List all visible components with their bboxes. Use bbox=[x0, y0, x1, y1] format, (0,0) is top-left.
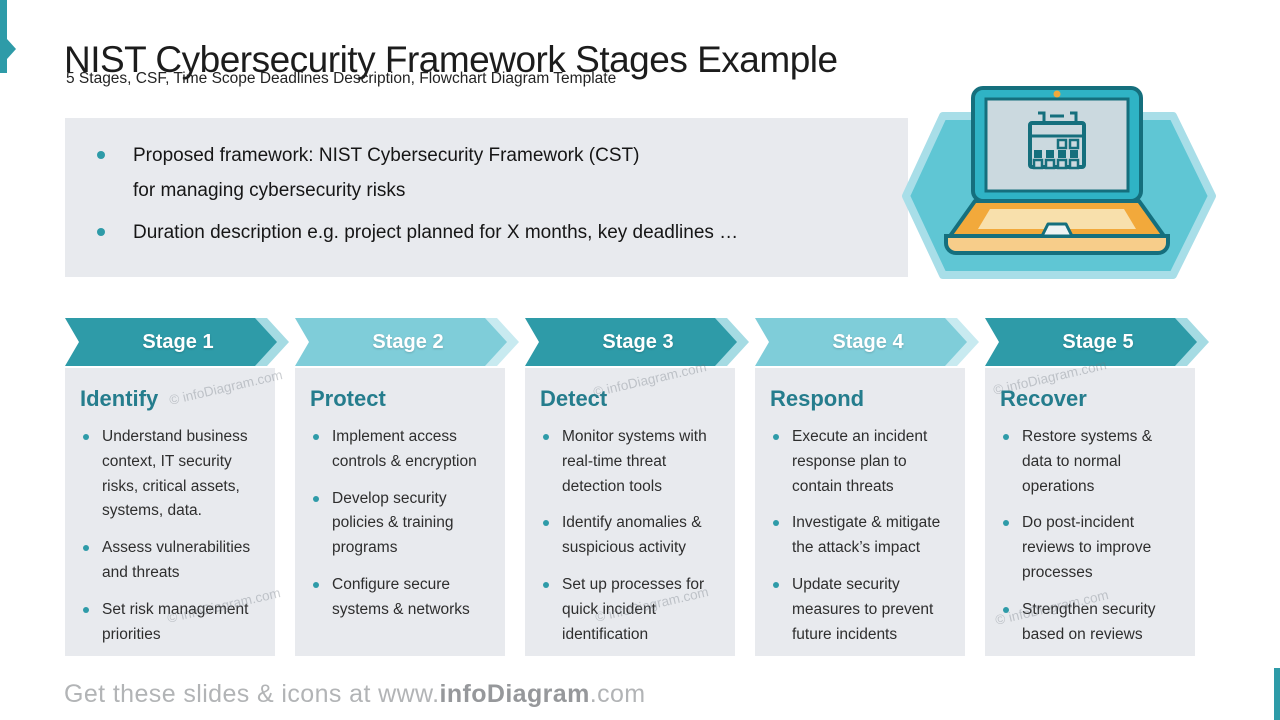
stage-bullet-item: Develop security policies & training pro… bbox=[310, 487, 493, 561]
stage-bullet-item: Set risk management priorities bbox=[80, 598, 263, 648]
stage-bullet-list: Monitor systems with real-time threat de… bbox=[540, 425, 723, 647]
stage-bullet-list: Restore systems & data to normal operati… bbox=[1000, 425, 1183, 647]
stage-panel: Identify Understand business context, IT… bbox=[65, 368, 275, 656]
stage-bullet-list: Execute an incident response plan to con… bbox=[770, 425, 953, 647]
stage-banner-label: Stage 1 bbox=[142, 331, 214, 353]
intro-bullet-line: Duration description e.g. project planne… bbox=[133, 222, 739, 244]
stage-panel: Recover Restore systems & data to normal… bbox=[985, 368, 1195, 656]
stage-banner-label: Stage 3 bbox=[602, 331, 674, 353]
stage-chevron-arrow bbox=[65, 318, 289, 366]
stages-row: Stage 1 Identify Understand business con… bbox=[65, 318, 1209, 656]
stage-bullet-item: Strengthen security based on reviews bbox=[1000, 598, 1183, 648]
footer-brand-link[interactable]: infoDiagram bbox=[439, 680, 590, 708]
intro-bullet-item: Duration description e.g. project planne… bbox=[95, 215, 888, 250]
stage-panel: Respond Execute an incident response pla… bbox=[755, 368, 965, 656]
stage-bullet-item: Understand business context, IT security… bbox=[80, 425, 263, 524]
stage-chevron-arrow bbox=[295, 318, 519, 366]
stage-bullet-item: Execute an incident response plan to con… bbox=[770, 425, 953, 499]
intro-bullet-line: for managing cybersecurity risks bbox=[133, 180, 406, 202]
stage-heading: Recover bbox=[1000, 386, 1087, 411]
stage-panel: Detect Monitor systems with real-time th… bbox=[525, 368, 735, 656]
laptop-front-edge bbox=[944, 234, 1170, 255]
stage-column: Stage 5 Recover Restore systems & data t… bbox=[985, 318, 1209, 656]
stage-bullet-item: Identify anomalies & suspicious activity bbox=[540, 511, 723, 561]
stage-bullet-item: Configure secure systems & networks bbox=[310, 573, 493, 623]
intro-bullet-line: Proposed framework: NIST Cybersecurity F… bbox=[133, 145, 640, 166]
calendar-icon bbox=[1028, 111, 1086, 170]
stage-bullet-item: Investigate & mitigate the attack’s impa… bbox=[770, 511, 953, 561]
intro-bullet-list: Proposed framework: NIST Cybersecurity F… bbox=[95, 138, 888, 250]
stage-chevron-arrow bbox=[985, 318, 1209, 366]
page-subtitle: 5 Stages, CSF, Time Scope Deadlines Desc… bbox=[66, 70, 617, 87]
stage-bullet-item: Implement access controls & encryption bbox=[310, 425, 493, 475]
stage-chevron-arrow bbox=[755, 318, 979, 366]
stage-heading: Identify bbox=[80, 386, 159, 411]
top-left-accent-arrow-icon bbox=[7, 39, 16, 59]
stage-bullet-item: Monitor systems with real-time threat de… bbox=[540, 425, 723, 499]
intro-box: Proposed framework: NIST Cybersecurity F… bbox=[65, 118, 908, 277]
stage-heading: Respond bbox=[770, 386, 865, 411]
stage-bullet-item: Restore systems & data to normal operati… bbox=[1000, 425, 1183, 499]
footer-text: Get these slides & icons at www. bbox=[64, 680, 440, 708]
stage-bullet-item: Assess vulnerabilities and threats bbox=[80, 536, 263, 586]
stage-column: Stage 2 Protect Implement access control… bbox=[295, 318, 519, 656]
stage-column: Stage 4 Respond Execute an incident resp… bbox=[755, 318, 979, 656]
footer-text: .com bbox=[589, 680, 646, 708]
laptop-keyboard-inner bbox=[978, 209, 1136, 229]
stage-bullet-item: Do post-incident reviews to improve proc… bbox=[1000, 511, 1183, 585]
stage-banner-label: Stage 2 bbox=[372, 331, 444, 353]
stage-heading: Detect bbox=[540, 386, 608, 411]
stage-column: Stage 1 Identify Understand business con… bbox=[65, 318, 289, 656]
top-left-accent-bar bbox=[0, 0, 7, 73]
stage-banner-label: Stage 5 bbox=[1062, 331, 1134, 353]
stage-column: Stage 3 Detect Monitor systems with real… bbox=[525, 318, 749, 656]
stage-bullet-list: Understand business context, IT security… bbox=[80, 425, 263, 647]
stage-banner-label: Stage 4 bbox=[832, 331, 904, 353]
stage-chevron-arrow bbox=[525, 318, 749, 366]
stage-panel: Protect Implement access controls & encr… bbox=[295, 368, 505, 656]
laptop-calendar-illustration bbox=[902, 86, 1216, 279]
stage-bullet-item: Set up processes for quick incident iden… bbox=[540, 573, 723, 647]
bottom-right-accent-bar bbox=[1274, 668, 1280, 720]
footer-credit: Get these slides & icons at www.infoDiag… bbox=[64, 680, 646, 709]
laptop-webcam-dot bbox=[1053, 90, 1061, 98]
page-title: NIST Cybersecurity Framework Stages Exam… bbox=[64, 38, 838, 80]
stage-heading: Protect bbox=[310, 386, 386, 411]
stage-bullet-item: Update security measures to prevent futu… bbox=[770, 573, 953, 647]
intro-bullet-item: Proposed framework: NIST Cybersecurity F… bbox=[95, 138, 888, 208]
laptop-notch bbox=[1040, 222, 1074, 238]
